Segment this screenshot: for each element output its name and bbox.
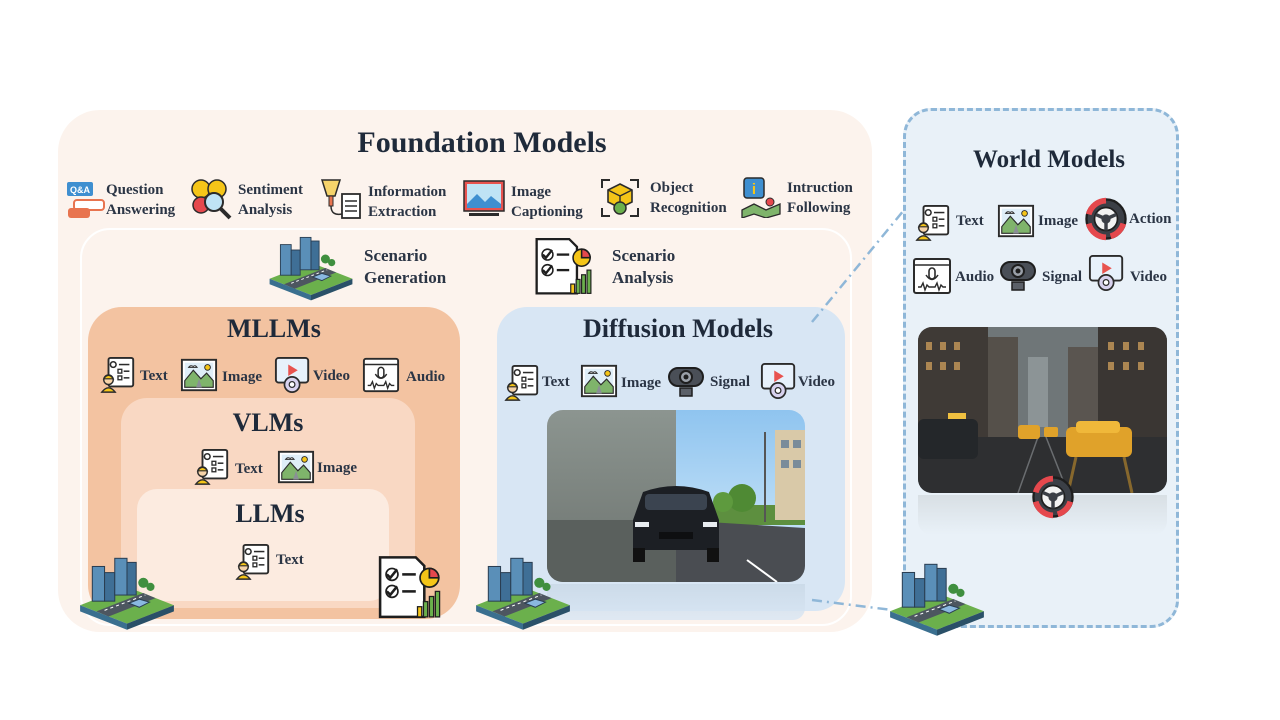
image-icon [997, 202, 1035, 240]
task-extraction-line2: Extraction [368, 204, 437, 220]
scenario-generation-line1: Scenario [364, 246, 428, 265]
scenario-analysis-line1: Scenario [612, 246, 676, 265]
diffusion-video-label: Video [798, 374, 835, 390]
world-audio-label: Audio [955, 269, 995, 285]
task-captioning-line1: Image [511, 184, 551, 200]
captioning-icon [463, 180, 505, 218]
vlms-title: VLMs [232, 408, 304, 437]
diffusion-image-label: Image [621, 375, 661, 391]
task-sentiment-line2: Analysis [238, 202, 293, 218]
text-icon [234, 543, 272, 581]
city-scene-icon [76, 552, 178, 634]
city-scene-icon [886, 558, 988, 640]
camera-icon [665, 362, 707, 402]
task-qa-line2: Answering [106, 202, 176, 218]
task-object-line1: Object [650, 180, 694, 196]
text-icon [99, 356, 137, 394]
city-scene-icon [472, 552, 574, 634]
inner-frame [80, 228, 852, 626]
video-icon [760, 362, 798, 400]
steering-wheel-icon [1083, 196, 1129, 242]
instruction-icon: i [740, 176, 782, 219]
audio-icon [912, 256, 952, 296]
camera-icon [997, 256, 1039, 296]
task-instruction-line2: Following [787, 200, 851, 216]
task-instruction-line1: Intruction [787, 180, 853, 196]
task-sentiment-line1: Sentiment [238, 182, 303, 198]
vlms-text-label: Text [235, 461, 263, 477]
task-qa-line1: Question [106, 182, 164, 198]
extraction-icon [320, 178, 362, 220]
scenario-generation-line2: Generation [364, 268, 447, 287]
car-road-photo [547, 410, 805, 582]
video-icon [1088, 254, 1126, 292]
mllms-text-label: Text [140, 368, 168, 384]
image-icon [580, 362, 618, 400]
text-icon [193, 448, 231, 486]
vlms-image-label: Image [317, 460, 357, 476]
scenario-analysis-line2: Analysis [612, 268, 674, 287]
task-object-line2: Recognition [650, 200, 727, 216]
world-image-label: Image [1038, 213, 1078, 229]
photo-reflection [547, 584, 805, 620]
mllms-audio-label: Audio [406, 369, 446, 385]
city-street-photo [918, 327, 1167, 493]
llms-title: LLMs [235, 499, 305, 528]
mllms-image-label: Image [222, 369, 262, 385]
world-title: World Models [972, 146, 1126, 173]
svg-text:Q&A: Q&A [70, 185, 91, 195]
text-icon [914, 204, 952, 242]
task-captioning-line2: Captioning [511, 204, 583, 220]
image-icon [180, 356, 218, 394]
mllms-title: MLLMs [227, 314, 321, 343]
image-icon [277, 448, 315, 486]
world-signal-label: Signal [1042, 269, 1083, 285]
svg-text:i: i [752, 181, 756, 198]
analysis-report-icon [526, 236, 600, 298]
task-extraction-line1: Information [368, 184, 447, 200]
diffusion-signal-label: Signal [710, 374, 751, 390]
world-action-label: Action [1129, 211, 1172, 227]
foundation-title: Foundation Models [357, 126, 607, 159]
object-recognition-icon [600, 178, 640, 218]
world-text-label: Text [956, 213, 984, 229]
city-scene-icon [266, 232, 356, 304]
mllms-video-label: Video [313, 368, 350, 384]
world-video-label: Video [1130, 269, 1167, 285]
qa-icon: Q&A [66, 180, 106, 220]
sentiment-icon [190, 178, 232, 220]
audio-icon [362, 356, 400, 394]
steering-wheel-icon [1030, 474, 1076, 520]
llms-text-label: Text [276, 552, 304, 568]
analysis-report-icon [368, 554, 450, 622]
diffusion-title: Diffusion Models [583, 314, 773, 343]
text-icon [503, 364, 541, 402]
video-icon [274, 356, 312, 394]
diffusion-text-label: Text [542, 374, 570, 390]
